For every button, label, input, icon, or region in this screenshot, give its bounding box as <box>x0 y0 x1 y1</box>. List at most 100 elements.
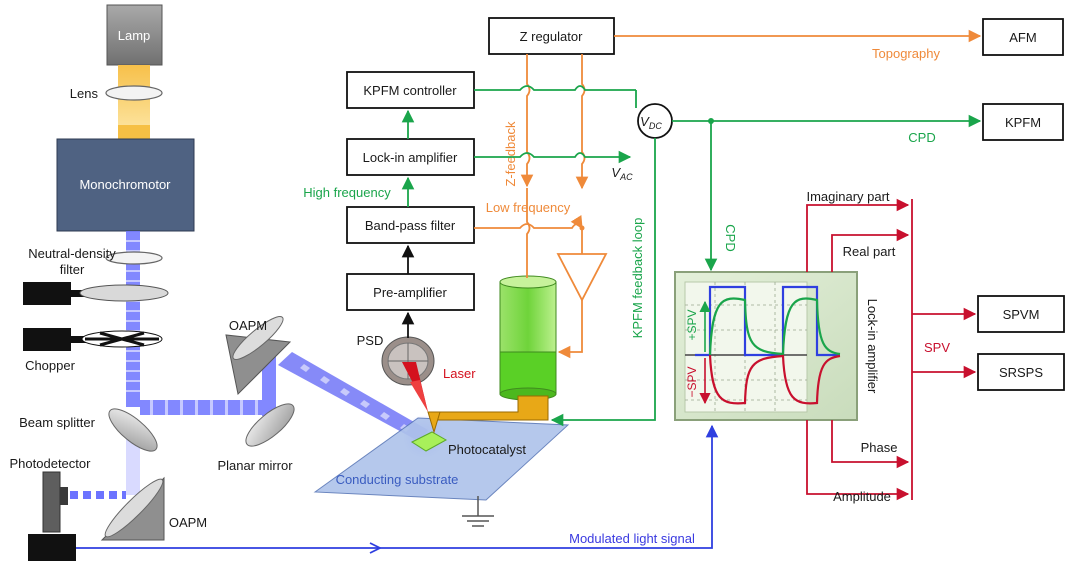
photodetector-label: Photodetector <box>10 456 92 471</box>
vac-sub: AC <box>619 172 633 182</box>
real-part-label: Real part <box>843 244 896 259</box>
ground-symbol <box>462 496 494 527</box>
vdc-main: V <box>640 114 650 129</box>
scanner-tube-top <box>499 275 557 289</box>
conducting-substrate <box>313 417 570 501</box>
kpfm-feedback-line <box>550 138 656 427</box>
lens-label: Lens <box>70 86 99 101</box>
controller-to-vdc-line <box>474 85 636 91</box>
modulated-light-chevron <box>369 542 383 554</box>
lockin-vertical-label: Lock-in amplifier <box>865 299 880 394</box>
oapm-top-face <box>232 316 284 360</box>
plus-spv-label: +SPV <box>685 309 699 340</box>
blue-light-horizontal-dashes <box>150 400 258 415</box>
nd-filter-label-2: filter <box>60 262 85 277</box>
photodetector <box>42 471 61 533</box>
imaginary-part-label: Imaginary part <box>806 189 889 204</box>
preamplifier-label: Pre-amplifier <box>373 285 447 300</box>
lockin-amplifier-box <box>346 138 475 176</box>
plus-spv-curve <box>708 297 841 356</box>
lockin-vac-line <box>474 150 632 164</box>
phase-line <box>831 420 910 469</box>
z-feedback-line-1 <box>520 54 534 188</box>
kpfm-controller-label: KPFM controller <box>363 83 457 98</box>
beam-splitter-label: Beam splitter <box>19 415 96 430</box>
oapm-bottom-face <box>104 478 164 538</box>
high-frequency-label: High frequency <box>303 185 391 200</box>
beam-splitter <box>108 408 158 452</box>
vac-label: VAC <box>611 165 633 182</box>
z-regulator-label: Z regulator <box>520 29 584 44</box>
low-frequency-line <box>474 215 583 230</box>
monochromator-label: Monochromotor <box>79 177 171 192</box>
vdc-label: VDC <box>640 114 662 131</box>
afm-output-label: AFM <box>1009 30 1036 45</box>
modulated-light-label: Modulated light signal <box>569 531 695 546</box>
topography-label: Topography <box>872 46 940 61</box>
real-part-line <box>831 228 910 272</box>
chopper-arm <box>71 336 87 343</box>
cpd-vertical-label: CPD <box>723 224 738 251</box>
srsps-output-label: SRSPS <box>999 365 1043 380</box>
laser-label: Laser <box>443 366 476 381</box>
modulated-light-line <box>76 424 719 549</box>
z-feedback-label: Z-feedback <box>503 121 518 187</box>
lamp-label: Lamp <box>118 28 151 43</box>
laser-beam-out <box>410 380 428 412</box>
cantilever-tip <box>427 411 441 434</box>
chopper-mount <box>23 328 71 351</box>
square-wave <box>695 285 840 357</box>
cpd-top-label: CPD <box>908 130 935 145</box>
afm-output-box <box>982 18 1064 56</box>
nd-filter-lens <box>105 251 163 265</box>
amplitude-label: Amplitude <box>833 489 891 504</box>
oapm-bottom-label: OAPM <box>169 515 207 530</box>
cantilever <box>437 395 549 421</box>
kpfm-feedback-label: KPFM feedback loop <box>630 218 645 339</box>
blue-light-horizontal <box>140 400 262 415</box>
psd-label: PSD <box>357 333 384 348</box>
nd-filter-mount <box>23 282 71 305</box>
photodetector-lens <box>60 487 68 505</box>
minus-spv-curve <box>708 354 841 405</box>
scanner-tube-upper <box>499 281 557 353</box>
nd-filter-wheel <box>79 284 169 302</box>
srsps-output-box <box>977 353 1065 391</box>
preamplifier-box <box>346 273 475 311</box>
vdc-sub: DC <box>649 121 662 131</box>
planar-mirror-label: Planar mirror <box>217 458 293 473</box>
kpfm-output-label: KPFM <box>1005 115 1041 130</box>
bandpass-filter-box <box>346 206 475 244</box>
focused-light-beam <box>278 352 428 442</box>
photocatalyst-particle <box>410 431 448 452</box>
lamp <box>106 4 163 66</box>
photocatalyst-label: Photocatalyst <box>448 442 526 457</box>
blue-light-vertical <box>126 231 140 407</box>
lamp-collar <box>118 125 150 139</box>
chopper-label: Chopper <box>25 358 76 373</box>
z-regulator-box <box>488 17 615 55</box>
planar-mirror <box>245 403 295 447</box>
oapm-top-label: OAPM <box>229 318 267 333</box>
imaginary-part-line <box>806 198 910 272</box>
nd-filter-arm <box>71 290 87 297</box>
nd-filter-label-1: Neutral-density <box>28 246 116 261</box>
z-feedback-line-2 <box>575 54 589 190</box>
z-feedback-line-1b <box>526 188 531 278</box>
substrate-label: Conducting substrate <box>336 472 459 487</box>
vac-main: V <box>611 165 621 180</box>
low-frequency-label: Low frequency <box>486 200 571 215</box>
lens <box>105 85 163 101</box>
minus-spv-label: −SPV <box>685 366 699 397</box>
spvm-output-box <box>977 295 1065 333</box>
phase-label: Phase <box>861 440 898 455</box>
amp-output-line <box>557 300 583 359</box>
kpfm-output-box <box>982 103 1064 141</box>
chopper-blades <box>85 331 159 347</box>
bandpass-filter-label: Band-pass filter <box>365 218 456 233</box>
photodetector-base <box>28 534 76 561</box>
feedback-amplifier <box>556 253 608 302</box>
amplitude-line <box>806 420 910 501</box>
spv-label: SPV <box>924 340 950 355</box>
